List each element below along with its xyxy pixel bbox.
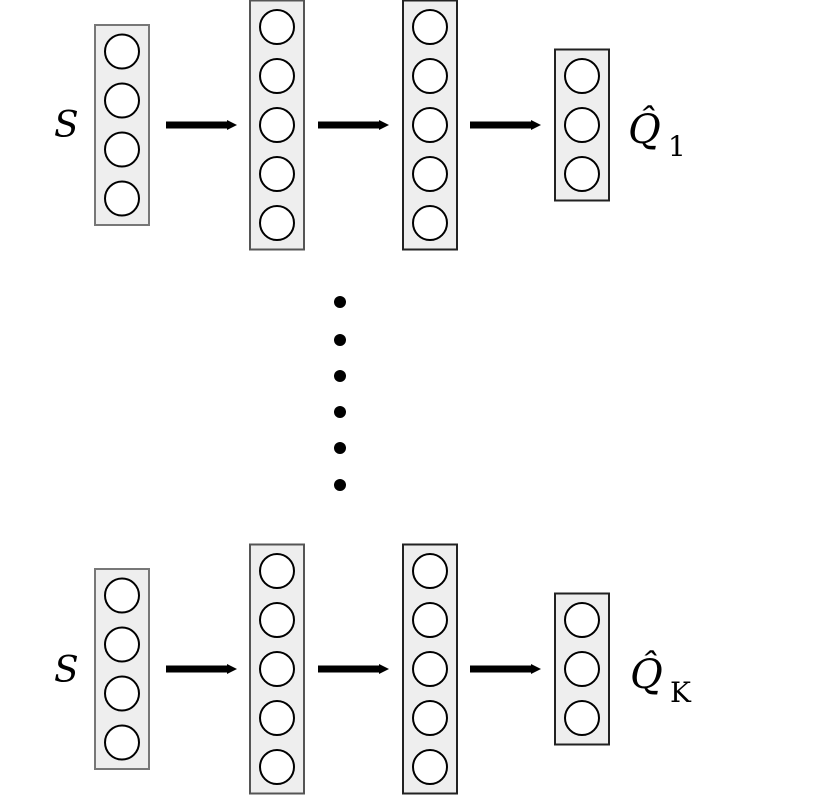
ellipsis-dots (334, 296, 346, 491)
output-subscript: 1 (668, 130, 686, 163)
output-label: Q̂ K (630, 652, 692, 709)
layer-4 (554, 48, 610, 202)
layer-2 (249, 543, 305, 795)
neuron-node (259, 107, 295, 143)
neuron-node (564, 700, 600, 736)
neuron-node (564, 602, 600, 638)
neuron-node (104, 626, 140, 663)
neuron-node (412, 156, 448, 192)
neuron-node (412, 749, 448, 785)
layer-1 (94, 568, 150, 770)
input-label: S (54, 105, 79, 146)
output-subscript: K (670, 676, 692, 709)
neuron-node (104, 675, 140, 712)
neuron-node (104, 724, 140, 761)
network-k: S Q̂ K (54, 543, 692, 795)
input-label: S (54, 650, 79, 691)
output-label: Q̂ 1 (628, 107, 686, 163)
neuron-node (259, 553, 295, 589)
network-1: S Q̂ 1 (54, 0, 686, 251)
ellipsis-dot (334, 296, 346, 308)
neuron-node (259, 9, 295, 45)
neuron-node (104, 82, 140, 119)
layer-4 (554, 592, 610, 746)
output-symbol: Q̂ (630, 652, 663, 698)
neuron-node (259, 58, 295, 94)
neuron-node (564, 107, 600, 143)
neuron-node (259, 700, 295, 736)
neuron-node (412, 107, 448, 143)
layer-2 (249, 0, 305, 251)
ellipsis-dot (334, 479, 346, 491)
neuron-node (259, 156, 295, 192)
neuron-node (104, 131, 140, 168)
output-symbol: Q̂ (628, 107, 661, 153)
neuron-node (104, 577, 140, 614)
neuron-node (412, 651, 448, 687)
neuron-node (259, 205, 295, 241)
neuron-node (564, 58, 600, 94)
neuron-node (104, 180, 140, 217)
ellipsis-dot (334, 406, 346, 418)
layer-1 (94, 24, 150, 226)
neuron-node (564, 651, 600, 687)
layer-3 (402, 543, 458, 795)
neuron-node (412, 602, 448, 638)
neuron-node (104, 33, 140, 70)
ellipsis-dot (334, 442, 346, 454)
neuron-node (412, 205, 448, 241)
neuron-node (412, 58, 448, 94)
neuron-node (564, 156, 600, 192)
neuron-node (412, 9, 448, 45)
neuron-node (412, 553, 448, 589)
ellipsis-dot (334, 334, 346, 346)
neuron-node (259, 749, 295, 785)
layer-3 (402, 0, 458, 251)
ellipsis-dot (334, 370, 346, 382)
neuron-node (412, 700, 448, 736)
neuron-node (259, 651, 295, 687)
neuron-node (259, 602, 295, 638)
